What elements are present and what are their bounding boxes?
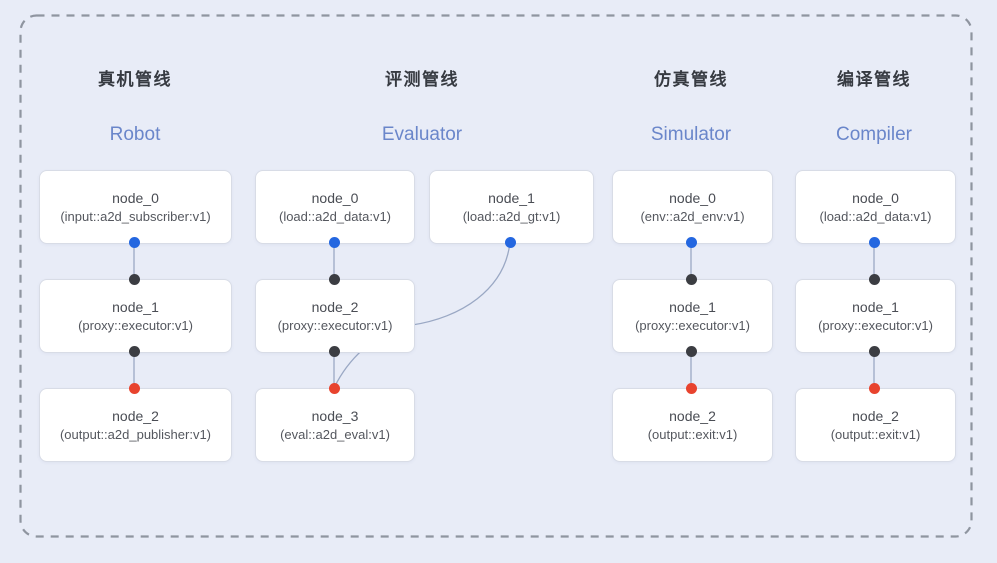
port-dot-red (685, 382, 697, 394)
node-type-label: (output::exit:v1) (647, 427, 738, 442)
pipeline-title-cn: 编译管线 (837, 70, 911, 89)
graph-node-card: node_2(proxy::executor:v1) (255, 279, 415, 353)
node-type-label: (proxy::executor:v1) (635, 318, 750, 333)
port-dot-red (128, 382, 140, 394)
node-type-label: (proxy::executor:v1) (78, 318, 193, 333)
node-name-label: node_2 (852, 408, 899, 424)
port-dot-dark (128, 345, 140, 357)
node-type-label: (eval::a2d_eval:v1) (280, 427, 390, 442)
node-name-label: node_2 (311, 299, 359, 315)
port-dot-dark (685, 273, 697, 285)
node-name-label: node_1 (488, 190, 535, 206)
node-type-label: (env::a2d_env:v1) (640, 209, 745, 224)
node-type-label: (output::exit:v1) (830, 427, 921, 442)
graph-node-card: node_0(input::a2d_subscriber:v1) (39, 170, 232, 244)
graph-node-card: node_1(proxy::executor:v1) (612, 279, 773, 353)
port-dot-blue (685, 236, 697, 248)
graph-node-card: node_1(load::a2d_gt:v1) (429, 170, 594, 244)
node-type-label: (proxy::executor:v1) (818, 318, 933, 333)
port-dot-blue (868, 236, 880, 248)
port-dot-dark (128, 273, 140, 285)
node-type-label: (output::a2d_publisher:v1) (59, 427, 212, 442)
pipeline-subtitle-en: Evaluator (381, 124, 463, 145)
port-dot-dark (868, 345, 880, 357)
graph-node-card: node_2(output::a2d_publisher:v1) (39, 388, 232, 462)
panel-dashed-border (19, 14, 973, 538)
graph-node-card: node_3(eval::a2d_eval:v1) (255, 388, 415, 462)
node-name-label: node_2 (112, 408, 159, 424)
pipeline-subtitle-en: Compiler (835, 124, 913, 145)
graph-node-card: node_2(output::exit:v1) (795, 388, 956, 462)
node-name-label: node_1 (852, 299, 899, 315)
pipeline-subtitle-en: Simulator (650, 124, 732, 145)
node-name-label: node_1 (669, 299, 716, 315)
graph-node-card: node_0(load::a2d_data:v1) (255, 170, 415, 244)
node-name-label: node_3 (311, 408, 359, 424)
pipeline-subtitle-en: Robot (109, 124, 161, 145)
graph-node-card: node_0(env::a2d_env:v1) (612, 170, 773, 244)
port-dot-red (868, 382, 880, 394)
port-dot-blue (504, 236, 516, 248)
port-dot-blue (328, 236, 340, 248)
graph-node-card: node_1(proxy::executor:v1) (39, 279, 232, 353)
port-dot-dark (328, 345, 340, 357)
graph-node-card: node_2(output::exit:v1) (612, 388, 773, 462)
node-name-label: node_2 (669, 408, 716, 424)
pipeline-title-cn: 评测管线 (385, 70, 459, 89)
node-name-label: node_0 (852, 190, 899, 206)
port-dot-dark (685, 345, 697, 357)
node-name-label: node_0 (112, 190, 159, 206)
node-type-label: (load::a2d_data:v1) (278, 209, 392, 224)
port-dot-red (328, 382, 340, 394)
pipeline-title-cn: 真机管线 (98, 70, 172, 89)
node-type-label: (load::a2d_data:v1) (819, 209, 932, 224)
node-type-label: (input::a2d_subscriber:v1) (60, 209, 211, 224)
port-dot-dark (868, 273, 880, 285)
port-dot-blue (128, 236, 140, 248)
node-name-label: node_0 (669, 190, 716, 206)
node-type-label: (proxy::executor:v1) (277, 318, 393, 333)
port-dot-dark (328, 273, 340, 285)
pipeline-title-cn: 仿真管线 (654, 70, 728, 89)
node-type-label: (load::a2d_gt:v1) (462, 209, 561, 224)
node-name-label: node_1 (112, 299, 159, 315)
node-name-label: node_0 (311, 190, 359, 206)
graph-node-card: node_1(proxy::executor:v1) (795, 279, 956, 353)
graph-node-card: node_0(load::a2d_data:v1) (795, 170, 956, 244)
